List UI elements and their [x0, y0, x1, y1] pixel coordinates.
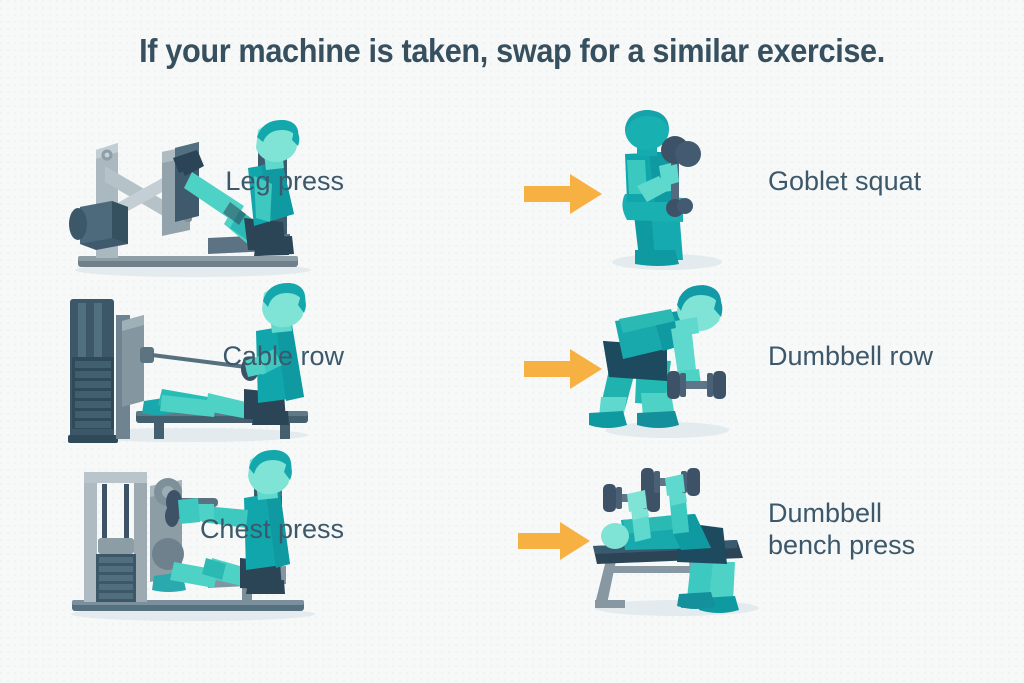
dumbbell-row-illustration	[575, 285, 790, 460]
alternative-exercise-label: Dumbbell row	[768, 341, 934, 371]
right-arrow-icon	[524, 172, 602, 216]
swap-row-chest-press: Chest press	[0, 449, 1024, 633]
chest-press-machine-illustration	[58, 449, 328, 633]
goblet-squat-illustration	[575, 110, 790, 285]
right-arrow-icon	[518, 520, 590, 562]
alternative-exercise-label: Dumbbell bench press	[768, 498, 916, 560]
swap-row-leg-press: Leg press	[0, 110, 1024, 285]
leg-press-machine-illustration	[58, 110, 328, 285]
alternative-exercise-label: Goblet squat	[768, 166, 922, 196]
machine-exercise-label: Cable row	[222, 341, 344, 371]
page-title: If your machine is taken, swap for a sim…	[139, 32, 885, 69]
swap-row-cable-row: Cable row	[0, 282, 1024, 460]
dumbbell-bench-press-illustration	[575, 458, 790, 633]
machine-exercise-label: Leg press	[225, 166, 344, 196]
cable-row-machine-illustration	[58, 282, 328, 460]
machine-exercise-label: Chest press	[199, 514, 344, 544]
right-arrow-icon	[524, 347, 602, 391]
